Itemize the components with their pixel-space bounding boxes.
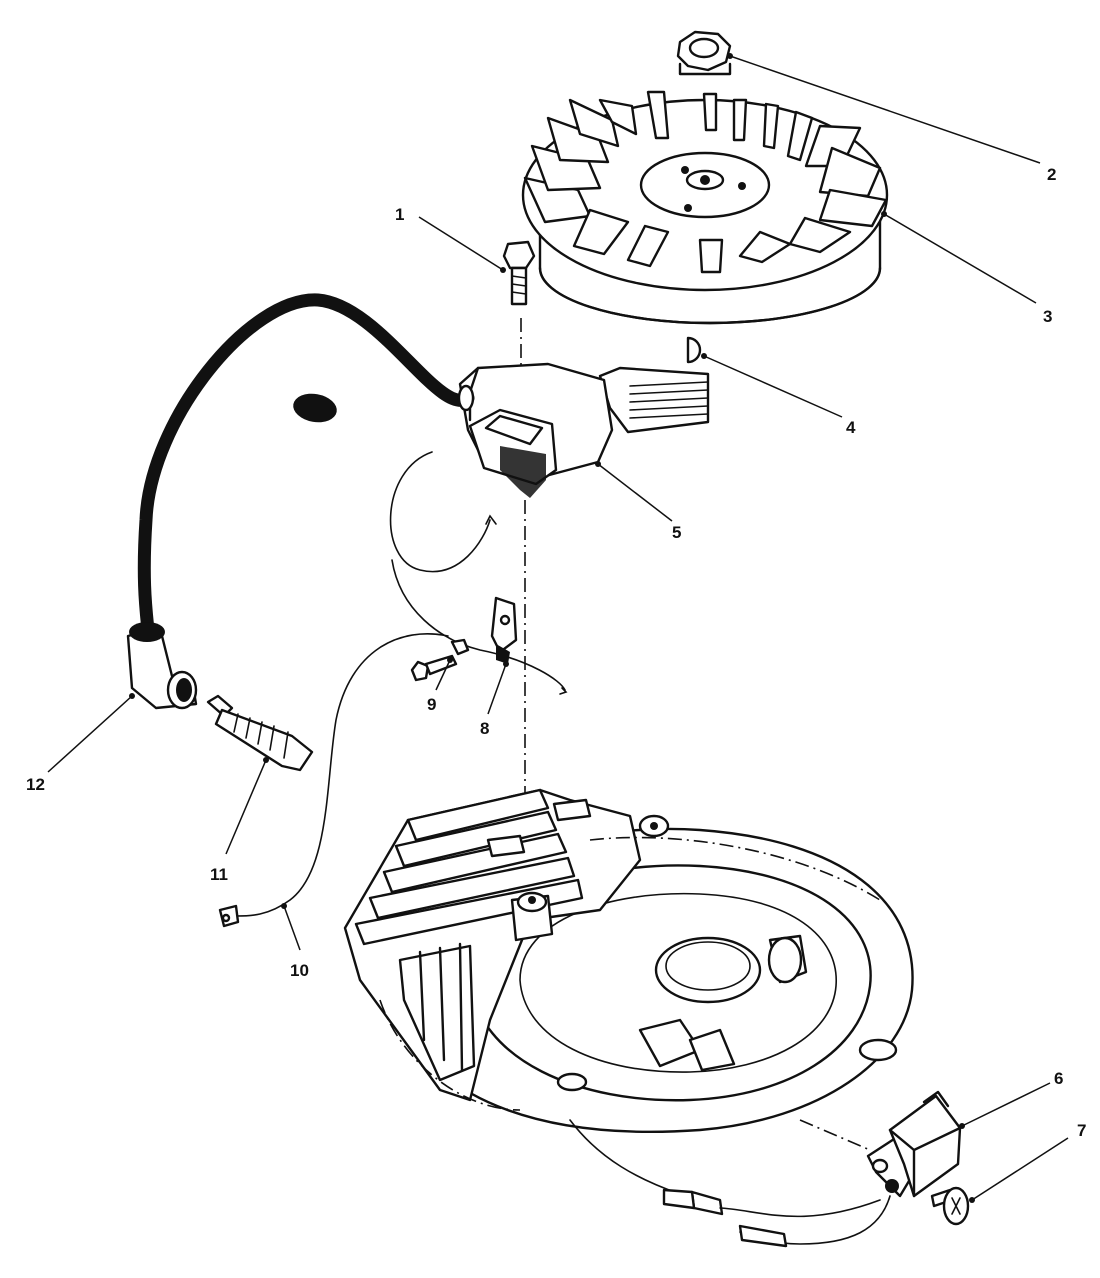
- clip-bracket: [490, 596, 518, 664]
- flywheel: [521, 90, 889, 325]
- flywheel-fins: [523, 90, 888, 274]
- callout-3: 3: [1043, 307, 1052, 326]
- coil-screw: [502, 240, 536, 306]
- callout-6: 6: [1054, 1069, 1063, 1088]
- callout-5: 5: [672, 523, 681, 542]
- ground-wire: [389, 451, 568, 695]
- callout-10: 10: [290, 961, 309, 980]
- spark-plug: [206, 694, 314, 772]
- ground-lead: [218, 633, 449, 928]
- callout-8: 8: [480, 719, 489, 738]
- spark-plug-boot: [126, 622, 198, 710]
- callout-12: 12: [26, 775, 45, 794]
- bracket-screw: [410, 638, 470, 682]
- ignition-coil: [458, 362, 710, 498]
- leader-lines: [47, 53, 1069, 1203]
- module-wire: [662, 1188, 891, 1248]
- callout-labels: 1 2 3 4 5 6 7 8 9 10 11 12: [26, 165, 1086, 1140]
- spark-plug-wire: [137, 293, 475, 637]
- flywheel-key: [686, 336, 702, 364]
- callout-7: 7: [1077, 1121, 1086, 1140]
- ignition-module: [866, 1090, 962, 1198]
- flywheel-nut: [676, 30, 732, 76]
- callout-11: 11: [210, 865, 228, 884]
- callout-9: 9: [427, 695, 436, 714]
- engine-block: [343, 788, 914, 1195]
- callout-2: 2: [1047, 165, 1056, 184]
- callout-1: 1: [395, 205, 404, 224]
- callout-4: 4: [846, 418, 856, 437]
- module-screw: [930, 1186, 970, 1226]
